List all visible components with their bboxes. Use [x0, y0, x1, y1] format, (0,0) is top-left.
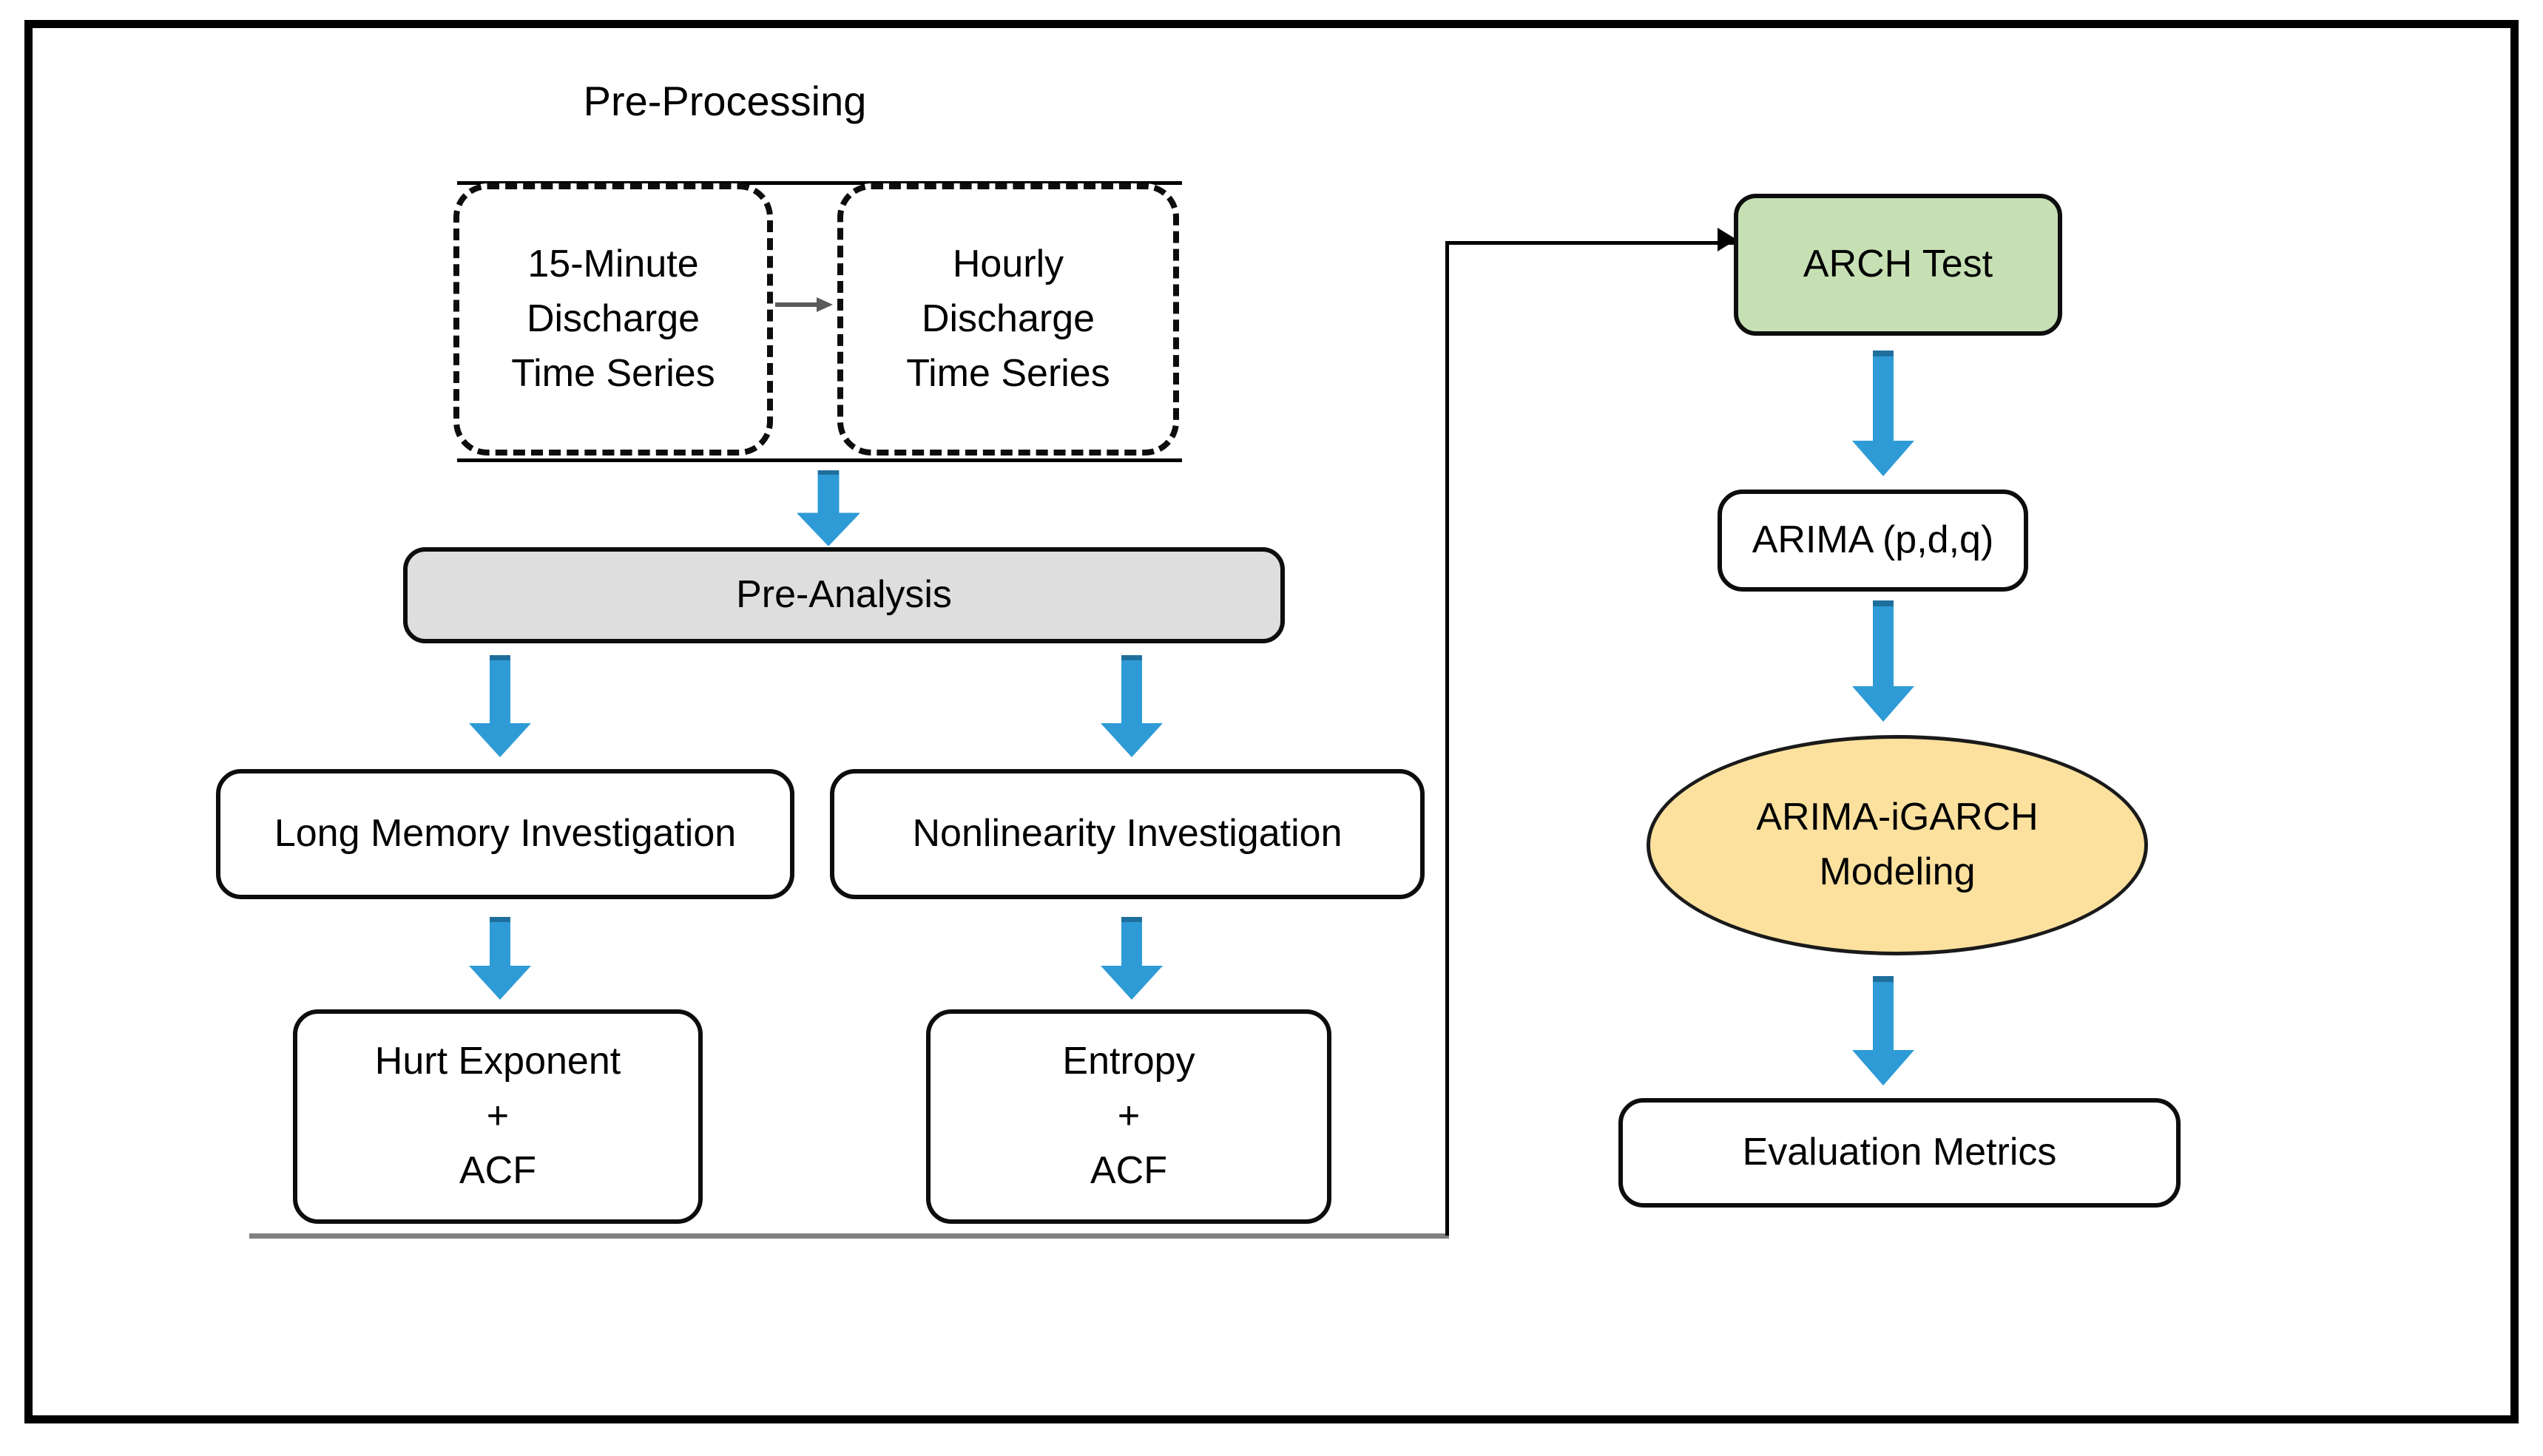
node-label-line: ACF — [1090, 1148, 1167, 1192]
down-block-arrow-icon — [1101, 655, 1163, 757]
node-label-line: 15-Minute — [527, 243, 699, 286]
node-hurst-exponent-acf[interactable]: Hurt Exponent + ACF — [293, 1009, 703, 1224]
node-arch-test[interactable]: ARCH Test — [1734, 194, 2062, 336]
right-arrow-icon — [775, 296, 833, 314]
node-label-line: + — [486, 1094, 510, 1138]
connector-vertical — [1445, 241, 1449, 1236]
node-pre-analysis[interactable]: Pre-Analysis — [403, 547, 1285, 643]
down-block-arrow-icon — [1101, 917, 1163, 1000]
preprocessing-bottom-rule — [457, 458, 1182, 462]
node-arima-pdq[interactable]: ARIMA (p,d,q) — [1718, 490, 2028, 592]
node-hourly-discharge-time-series[interactable]: Hourly Discharge Time Series — [837, 183, 1179, 456]
down-block-arrow-icon — [469, 917, 531, 1000]
node-label: Pre-Analysis — [736, 573, 952, 617]
preprocessing-section-label: Pre-Processing — [583, 78, 867, 124]
diagram-outer-border — [24, 20, 2519, 1423]
node-label-line: Entropy — [1062, 1040, 1195, 1083]
node-label-line: Time Series — [906, 351, 1110, 395]
down-block-arrow-icon — [1852, 976, 1914, 1086]
down-block-arrow-icon — [1852, 600, 1914, 722]
node-label-line: ARIMA-iGARCH — [1756, 796, 2039, 839]
node-label: Nonlinearity Investigation — [912, 812, 1343, 856]
node-label-line: + — [1117, 1094, 1141, 1138]
node-entropy-acf[interactable]: Entropy + ACF — [926, 1009, 1331, 1224]
preprocessing-top-rule — [457, 181, 1182, 185]
node-label: ARIMA (p,d,q) — [1752, 518, 1994, 562]
node-label-line: ACF — [459, 1148, 536, 1192]
node-label: Evaluation Metrics — [1742, 1131, 2057, 1174]
node-label: ARCH Test — [1803, 243, 1993, 286]
node-15-minute-discharge-time-series[interactable]: 15-Minute Discharge Time Series — [453, 183, 773, 456]
down-block-arrow-icon — [469, 655, 531, 757]
node-nonlinearity-investigation[interactable]: Nonlinearity Investigation — [830, 769, 1425, 899]
down-block-arrow-icon — [1852, 351, 1914, 476]
down-block-arrow-icon — [797, 470, 860, 546]
node-label-line: Hourly — [952, 243, 1064, 286]
node-label-line: Discharge — [526, 297, 700, 341]
node-evaluation-metrics[interactable]: Evaluation Metrics — [1618, 1098, 2181, 1208]
node-label-line: Modeling — [1819, 850, 1976, 893]
node-label-line: Time Series — [511, 351, 715, 395]
node-label: Long Memory Investigation — [274, 812, 737, 856]
connector-bottom-horizontal — [249, 1233, 1449, 1239]
node-arima-igarch-modeling[interactable]: ARIMA-iGARCH Modeling — [1647, 735, 2148, 955]
connector-arrowhead-icon — [1718, 228, 1737, 251]
node-long-memory-investigation[interactable]: Long Memory Investigation — [216, 769, 794, 899]
node-label-line: Hurt Exponent — [374, 1040, 621, 1083]
connector-top-horizontal — [1448, 241, 1737, 245]
node-label-line: Discharge — [921, 297, 1095, 341]
